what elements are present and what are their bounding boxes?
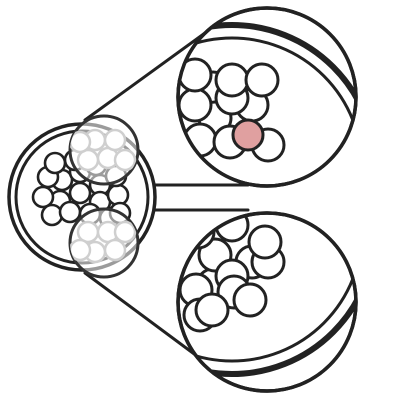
magnifier-lens-top — [68, 114, 140, 186]
strand-lens-top-4 — [70, 130, 92, 154]
lens-top-strands — [70, 128, 137, 172]
strand-lens-top-3 — [103, 128, 127, 152]
magnified-bottom-outer-arc — [178, 213, 356, 377]
strand-main-0 — [68, 181, 92, 205]
lens-bottom-strands — [70, 220, 137, 264]
strand-lens-bottom-4 — [70, 238, 92, 262]
strand-main-10 — [58, 200, 82, 224]
magnified-detail-top — [176, 6, 358, 188]
connector-line-bottom-lower — [83, 271, 207, 364]
strand-magnified-bottom-12 — [232, 282, 268, 318]
strand-main-9 — [40, 203, 64, 227]
strand-main-13 — [43, 151, 67, 175]
magnified-detail-bottom — [176, 211, 358, 393]
magnified-top-strands — [178, 57, 286, 163]
strand-magnified-top-4 — [178, 87, 213, 123]
strand-magnified-top-highlight — [231, 118, 265, 152]
strand-lens-bottom-5 — [113, 220, 137, 244]
magnified-top-inner-arc — [178, 36, 356, 186]
strand-lens-bottom-3 — [103, 238, 127, 262]
strand-magnified-bottom-11 — [194, 292, 230, 328]
strand-magnified-top-8 — [214, 62, 250, 98]
magnifier-lens-bottom — [68, 207, 140, 279]
magnified-bottom-inner-arc — [178, 213, 356, 363]
strand-magnified-bottom-10 — [247, 224, 283, 260]
strand-lens-top-5 — [113, 148, 137, 172]
connector-line-top-upper — [83, 31, 207, 122]
magnified-top-outer-arc — [178, 22, 356, 186]
strand-magnified-top-10 — [244, 62, 280, 98]
